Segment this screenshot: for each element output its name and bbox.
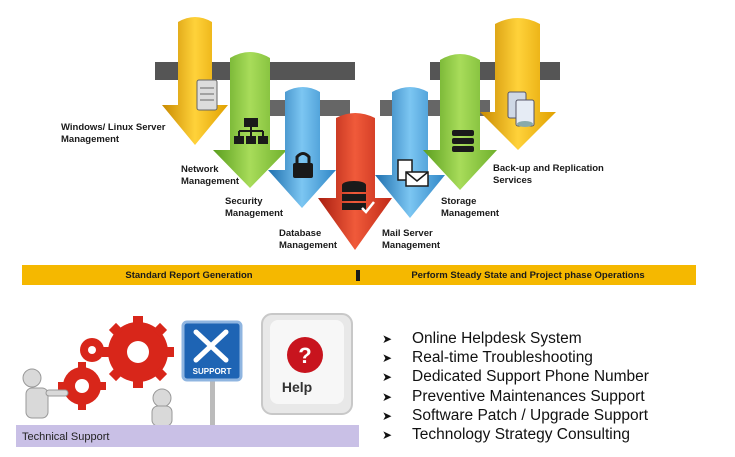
backup-icon — [507, 91, 535, 127]
band-separator — [356, 269, 360, 281]
arrow-bullet-icon: ➤ — [382, 370, 393, 385]
service-label: Technology Strategy Consulting — [412, 426, 630, 444]
label-windows-linux: Windows/ Linux Server Management — [61, 122, 166, 145]
medium-gear-icon — [58, 362, 106, 410]
person-figure-left — [22, 368, 69, 419]
label-storage: Storage Management — [441, 196, 500, 219]
server-icon — [196, 79, 218, 111]
technical-support-label: Technical Support — [22, 431, 110, 443]
service-label: Real-time Troubleshooting — [412, 348, 593, 366]
large-gear-icon — [102, 316, 174, 388]
mail-icon — [397, 159, 429, 187]
arrow-bullet-icon: ➤ — [382, 428, 393, 443]
process-diagram — [155, 17, 560, 250]
arrow-bullet-icon: ➤ — [382, 331, 393, 346]
arrow-bullet-icon: ➤ — [382, 389, 393, 404]
arrow-security — [268, 87, 336, 208]
help-key-text: Help — [282, 379, 312, 395]
support-sign: SUPPORT — [181, 320, 243, 432]
label-network: Network Management — [181, 164, 240, 187]
person-figure-right — [151, 388, 173, 427]
help-key: ? Help — [261, 313, 353, 415]
list-item: ➤ Online Helpdesk System — [382, 329, 649, 348]
label-security: Security Management — [225, 196, 284, 219]
arrow-storage — [423, 54, 497, 190]
list-item: ➤ Real-time Troubleshooting — [382, 348, 649, 367]
label-backup: Back-up and Replication Services — [493, 163, 604, 186]
list-item: ➤ Preventive Maintenances Support — [382, 387, 649, 406]
network-icon — [234, 118, 268, 144]
service-label: Online Helpdesk System — [412, 329, 582, 347]
arrow-bullet-icon: ➤ — [382, 408, 393, 423]
storage-icon — [452, 130, 474, 152]
service-label: Preventive Maintenances Support — [412, 387, 645, 405]
technical-support-bar: Technical Support — [16, 425, 359, 447]
label-database: Database Management — [279, 228, 338, 251]
arrow-windows-linux — [162, 17, 228, 145]
arrow-bullet-icon: ➤ — [382, 350, 393, 365]
services-list: ➤ Online Helpdesk System ➤ Real-time Troub… — [382, 329, 649, 445]
small-gear-icon — [80, 338, 104, 362]
list-item: ➤ Software Patch / Upgrade Support — [382, 406, 649, 425]
band-right-text: Perform Steady State and Project phase O… — [411, 269, 645, 281]
list-item: ➤ Dedicated Support Phone Number — [382, 368, 649, 387]
service-label: Software Patch / Upgrade Support — [412, 406, 649, 424]
support-sign-text: SUPPORT — [193, 367, 232, 376]
question-mark-icon — [287, 337, 323, 373]
list-item: ➤ Technology Strategy Consulting — [382, 425, 649, 444]
wrench-screwdriver-icon — [193, 329, 229, 363]
lock-icon — [293, 152, 313, 178]
service-label: Dedicated Support Phone Number — [412, 368, 649, 386]
question-mark-text: ? — [298, 343, 311, 368]
technical-support-illustration: SUPPORT ? Help — [22, 313, 353, 432]
band-left-text: Standard Report Generation — [125, 269, 253, 281]
arrow-backup — [480, 18, 556, 150]
operations-band: Standard Report Generation Perform Stead… — [22, 265, 696, 285]
database-icon — [342, 181, 375, 214]
label-mail: Mail Server Management — [382, 228, 441, 251]
